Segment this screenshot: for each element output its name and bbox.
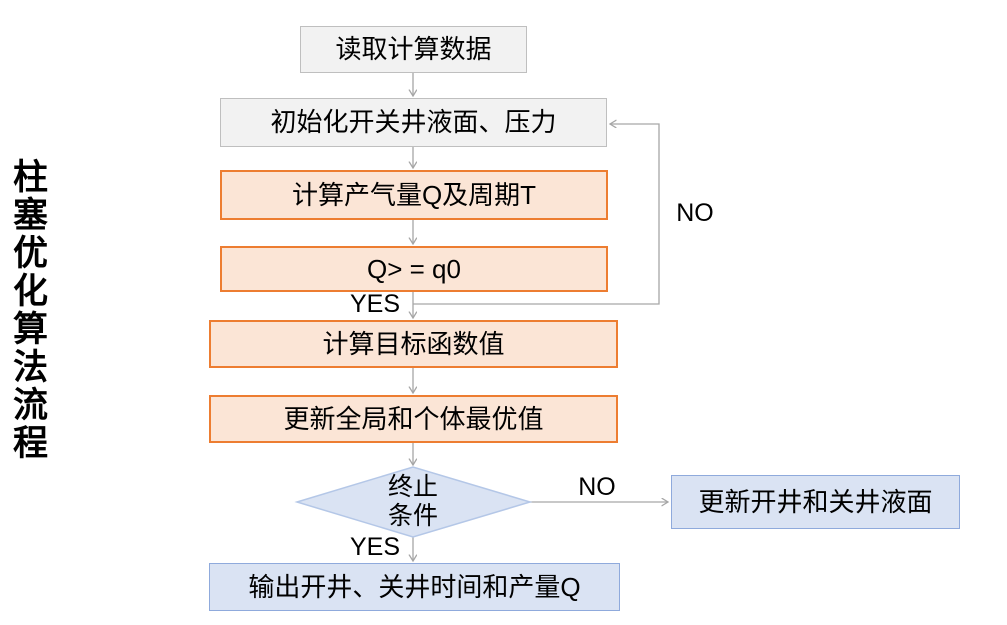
edge-label-terminate-yes: YES (349, 533, 400, 561)
node-label: 计算目标函数值 (322, 328, 505, 359)
node-output-results: 输出开井、关井时间和产量Q (209, 563, 620, 611)
decision-label-line2: 条件 (387, 502, 438, 530)
decision-terminate-label: 终止 条件 (353, 470, 473, 534)
node-update-liquid-level: 更新开井和关井液面 (671, 475, 960, 529)
page-title: 柱塞优化算法流程 (8, 158, 47, 462)
node-calc-gas-rate: 计算产气量Q及周期T (220, 170, 608, 220)
edge-label-terminate-no: NO (578, 473, 616, 501)
edge-label-q-no: NO (676, 199, 714, 227)
node-label: 初始化开关井液面、压力 (270, 107, 557, 138)
node-label: 读取计算数据 (335, 34, 492, 65)
node-label: 更新全局和个体最优值 (283, 403, 544, 434)
decision-label-line1: 终止 (387, 472, 438, 501)
node-check-q-threshold: Q> = q0 (220, 246, 608, 292)
node-update-best-values: 更新全局和个体最优值 (209, 395, 618, 443)
decision-terminate-diamond (294, 466, 533, 538)
node-initialize: 初始化开关井液面、压力 (220, 98, 607, 147)
node-objective-function: 计算目标函数值 (209, 320, 618, 368)
edge-check-q-no-loop (413, 124, 660, 305)
node-label: Q> = q0 (367, 253, 461, 284)
node-label: 输出开井、关井时间和产量Q (248, 571, 581, 602)
node-read-data: 读取计算数据 (300, 26, 527, 73)
node-label: 更新开井和关井液面 (698, 486, 933, 517)
node-label: 计算产气量Q及周期T (291, 179, 537, 210)
edge-label-q-yes: YES (349, 290, 400, 318)
